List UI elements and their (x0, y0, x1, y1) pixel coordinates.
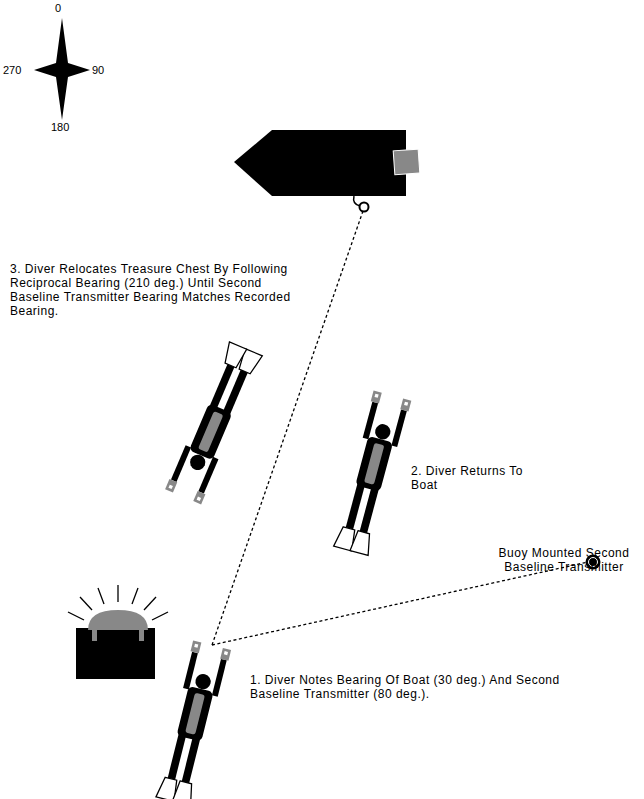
boat-transmitter (360, 203, 369, 212)
step-note: 3. Diver Relocates Treasure Chest By Fol… (10, 262, 315, 318)
bearing-line (212, 562, 588, 645)
compass-label: 270 (3, 63, 33, 77)
step-note: 1. Diver Notes Bearing Of Boat (30 deg.)… (250, 673, 560, 701)
step-note: 2. Diver Returns To Boat (411, 464, 546, 492)
boat-motor (393, 149, 420, 175)
boat-hull (234, 130, 406, 196)
callout-label: Buoy Mounted Second Baseline Transmitter (484, 546, 644, 574)
treasure-chest (68, 585, 168, 679)
compass-label: 180 (51, 120, 81, 134)
compass-label: 0 (55, 1, 75, 15)
diver-at-chest (154, 641, 231, 799)
compass-label: 90 (92, 63, 117, 77)
diver-returning (332, 391, 411, 556)
diver-relocating (165, 341, 264, 504)
compass-rose (34, 18, 90, 120)
transmitter-cable (354, 196, 360, 206)
